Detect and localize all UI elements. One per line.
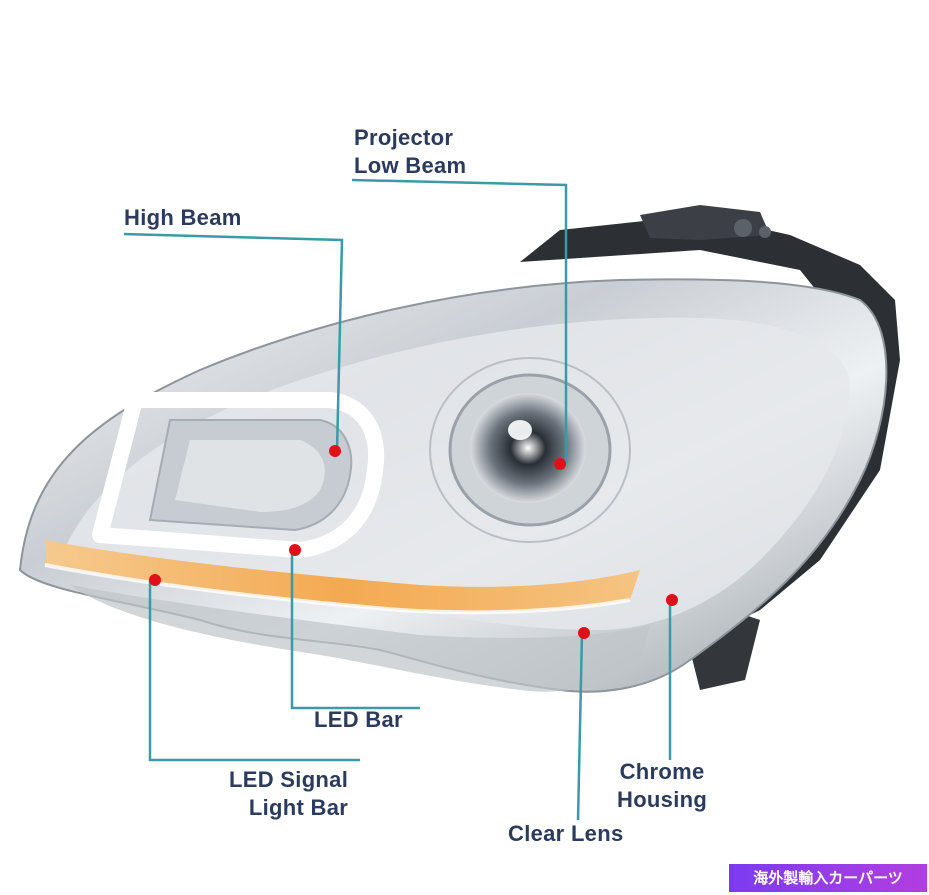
leader-high-beam [123, 232, 344, 452]
marker-high-beam [329, 445, 341, 457]
label-high-beam: High Beam [124, 205, 242, 230]
label-chrome-line1: Chrome [619, 759, 705, 784]
label-chrome-line2: Housing [617, 787, 708, 812]
marker-dots [149, 445, 678, 639]
leader-led-bar [290, 550, 420, 710]
label-led-signal-line1: LED Signal [229, 767, 349, 792]
leader-clear-lens [576, 632, 584, 821]
leader-lines [123, 178, 672, 821]
marker-led-signal [149, 574, 161, 586]
shop-badge: 海外製輸入カーパーツ [729, 864, 927, 892]
leader-led-signal [148, 580, 360, 762]
led-signal-strip [44, 540, 640, 615]
marker-chrome [666, 594, 678, 606]
marker-clear-lens [578, 627, 590, 639]
label-chrome-housing: Chrome Housing [617, 758, 707, 814]
label-led-signal-light-bar: LED Signal Light Bar [229, 766, 348, 822]
led-bar-frame [92, 392, 385, 558]
lower-skirt [70, 585, 650, 692]
leader-projector [351, 178, 568, 463]
label-led-bar: LED Bar [314, 707, 403, 732]
marker-led-bar [289, 544, 301, 556]
label-led-signal-line2: Light Bar [248, 795, 349, 820]
marker-projector [554, 458, 566, 470]
label-clear-lens: Clear Lens [508, 821, 624, 846]
label-projector-line1: Projector [354, 125, 454, 150]
label-projector-line2: Low Beam [354, 153, 467, 178]
label-projector-low-beam: Projector Low Beam [354, 124, 466, 180]
projector-lens [429, 357, 631, 543]
